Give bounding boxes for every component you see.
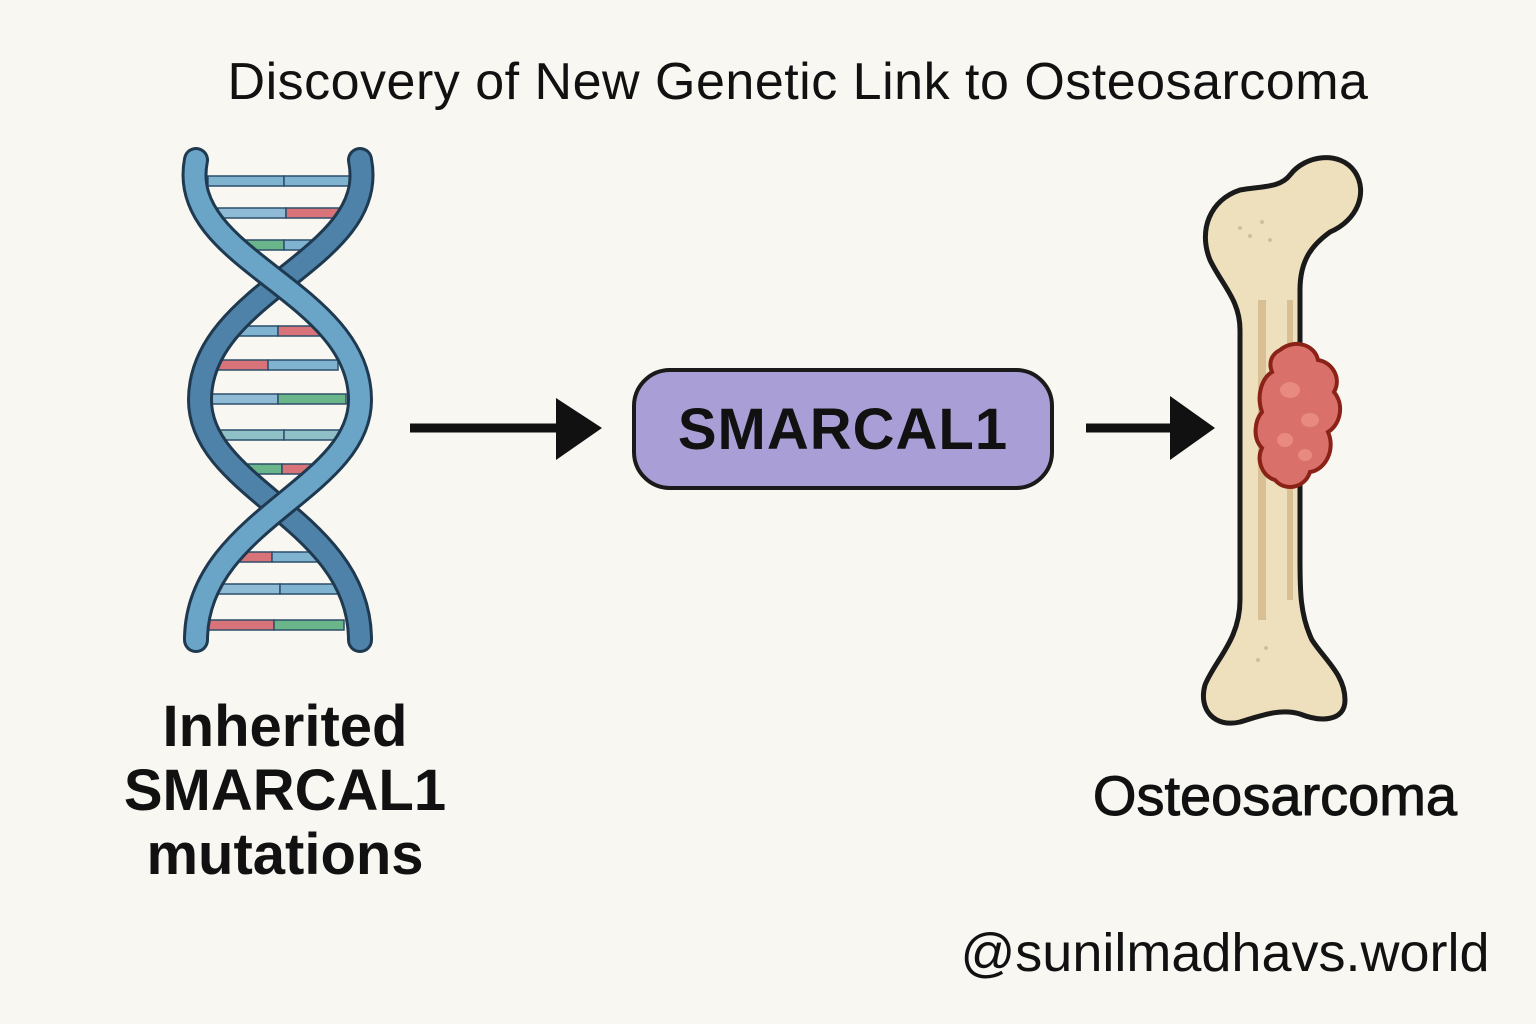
cause-label-line-1: Inherited (162, 694, 408, 759)
cause-label-line-3: mutations (146, 821, 424, 887)
outcome-label: Osteosarcoma (1092, 764, 1458, 827)
cause-label-line-2: SMARCAL1 (123, 757, 447, 823)
dna-strands (181, 147, 375, 653)
diagram-title: Discovery of New Genetic Link to Osteosa… (227, 53, 1369, 111)
gene-node-smarcal1: SMARCAL1 (632, 368, 1054, 490)
cause-label: Inherited SMARCAL1 mutations (90, 695, 480, 886)
watermark: @sunilmadhavs.world (960, 923, 1490, 983)
dna-base-pairs (205, 175, 361, 631)
